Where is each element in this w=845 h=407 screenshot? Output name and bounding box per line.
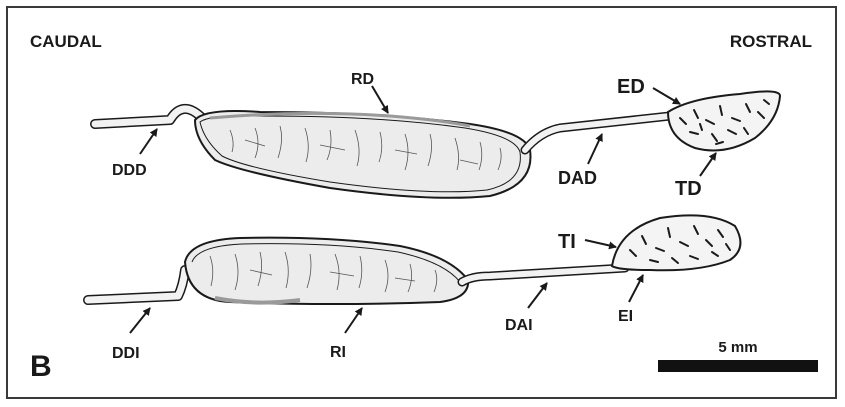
arrow-td bbox=[700, 153, 716, 176]
arrow-ed bbox=[653, 88, 680, 104]
label-ri: RI bbox=[330, 344, 346, 361]
scale-bar-label: 5 mm bbox=[718, 339, 757, 356]
arrow-ei bbox=[629, 275, 643, 302]
label-ti: TI bbox=[558, 231, 576, 253]
panel-letter: B bbox=[30, 350, 52, 383]
label-ed: ED bbox=[617, 76, 645, 98]
label-dai: DAI bbox=[505, 317, 533, 334]
arrow-dai bbox=[528, 283, 547, 308]
label-td: TD bbox=[675, 178, 702, 200]
rostral-label: ROSTRAL bbox=[730, 32, 812, 51]
arrow-rd bbox=[372, 86, 388, 113]
label-ei: EI bbox=[618, 308, 633, 325]
arrow-ddi bbox=[130, 308, 150, 333]
arrow-ti bbox=[585, 240, 616, 247]
scale-bar bbox=[658, 360, 818, 372]
arrow-dad bbox=[588, 134, 602, 164]
kidney-ri bbox=[185, 238, 468, 304]
arrow-ddd bbox=[140, 129, 157, 154]
label-ddd: DDD bbox=[112, 162, 147, 179]
label-dad: DAD bbox=[558, 168, 597, 188]
label-ddi: DDI bbox=[112, 345, 140, 362]
label-rd: RD bbox=[351, 71, 374, 88]
caudal-label: CAUDAL bbox=[30, 32, 102, 51]
arrow-ri bbox=[345, 308, 362, 333]
kidney-rd bbox=[195, 111, 531, 198]
